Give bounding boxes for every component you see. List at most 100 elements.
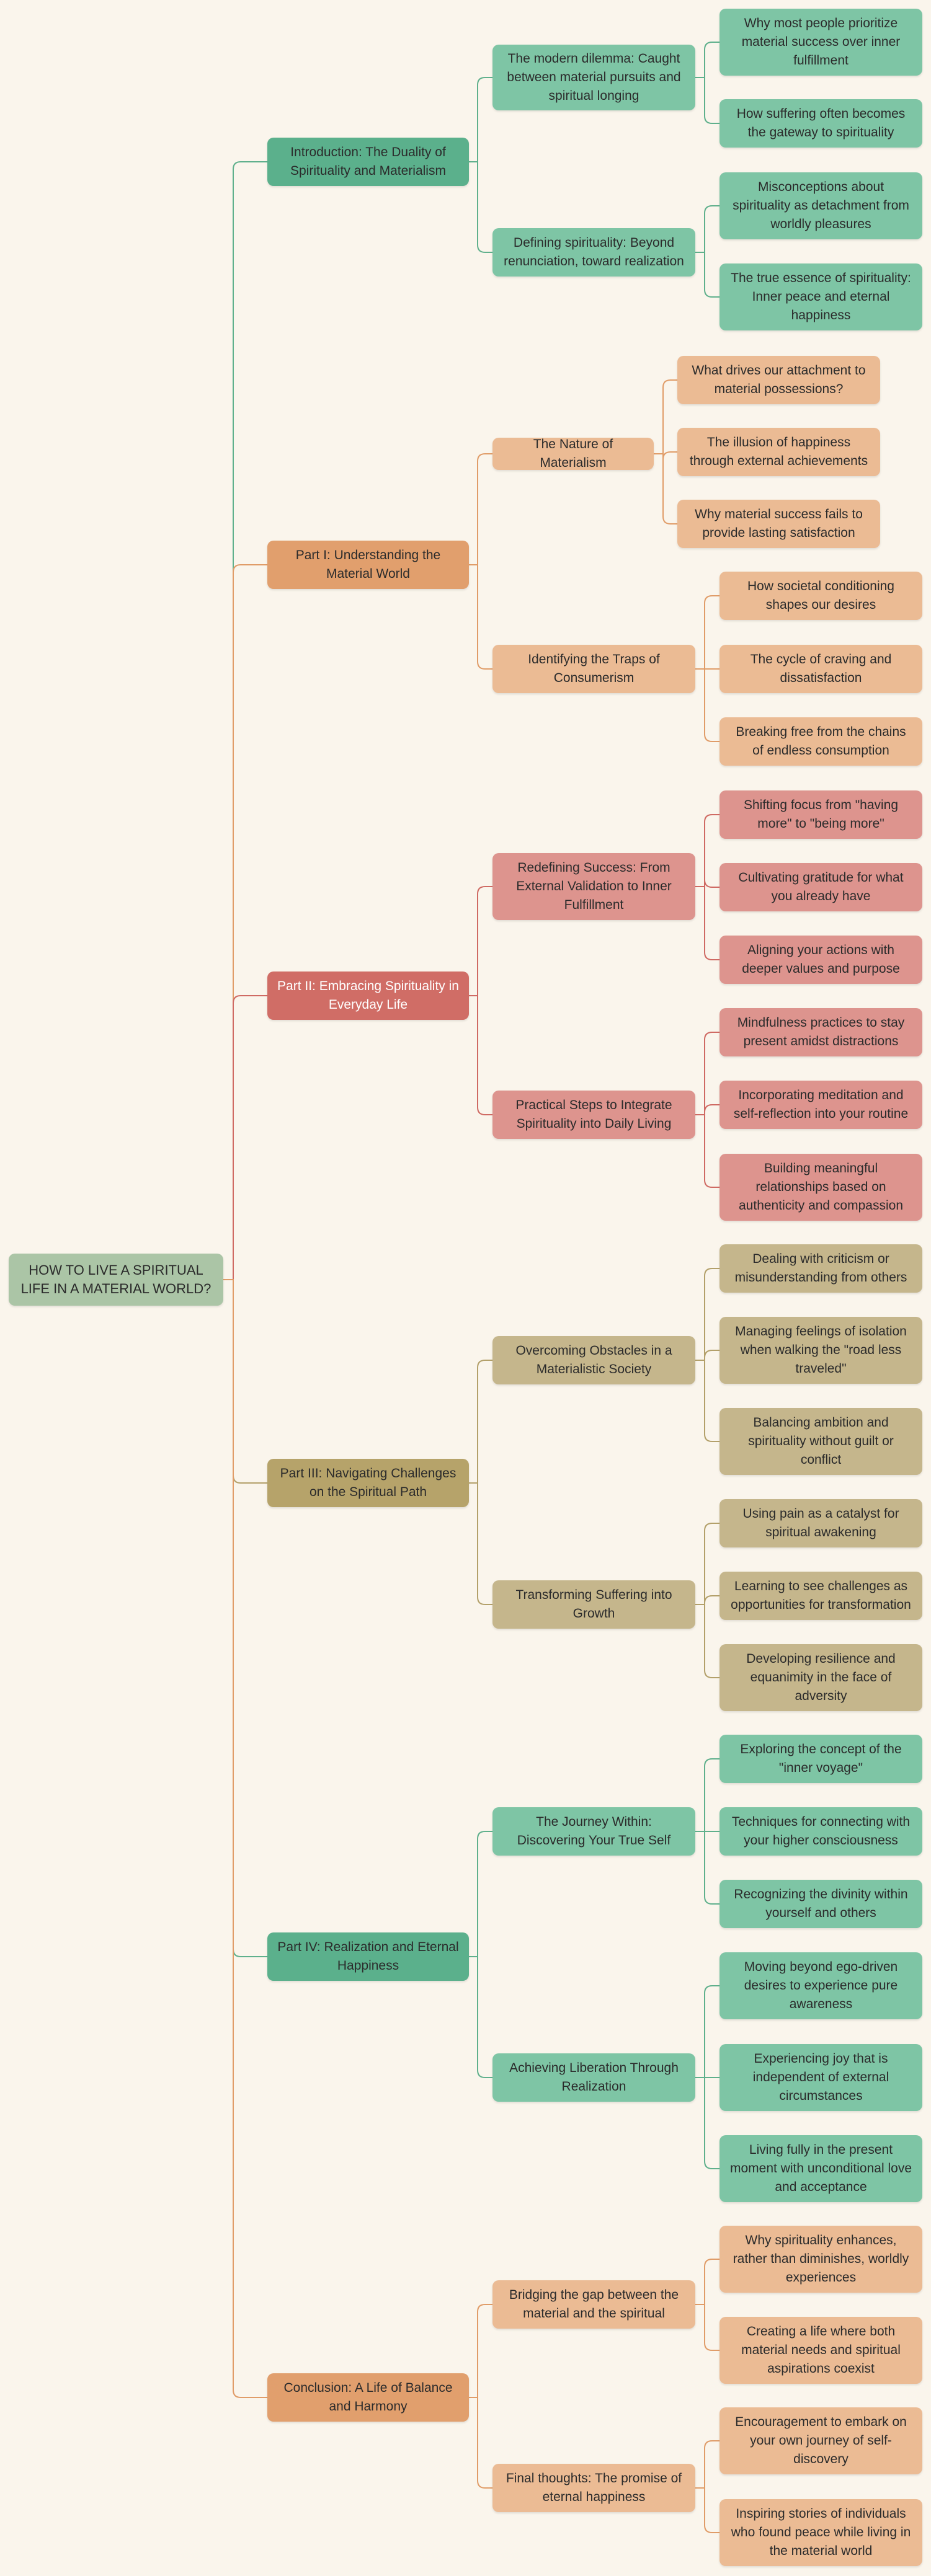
topic-node-2-0-label: Redefining Success: From External Valida… — [516, 861, 672, 912]
topic-node-2-1[interactable]: Practical Steps to Integrate Spiritualit… — [492, 1091, 695, 1139]
point-node-4-1-2-label: Living fully in the present moment with … — [730, 2143, 912, 2194]
link-topic-1-1-point-0 — [695, 595, 719, 670]
link-topic-2-0-point-1 — [695, 879, 719, 888]
point-node-4-1-1-label: Experiencing joy that is independent of … — [752, 2052, 889, 2103]
topic-node-1-1[interactable]: Identifying the Traps of Consumerism — [492, 645, 695, 693]
link-topic-0-1-point-1 — [695, 252, 719, 298]
topic-node-0-0[interactable]: The modern dilemma: Caught between mater… — [492, 45, 695, 110]
point-node-4-0-0[interactable]: Exploring the concept of the "inner voya… — [719, 1735, 922, 1783]
link-topic-2-0-point-2 — [695, 886, 719, 960]
point-node-1-0-1[interactable]: The illusion of happiness through extern… — [677, 428, 880, 476]
point-node-3-1-2-label: Developing resilience and equanimity in … — [746, 1652, 896, 1703]
point-node-0-0-0[interactable]: Why most people prioritize material succ… — [719, 9, 922, 76]
link-section-3-topic-1 — [469, 1482, 492, 1605]
topic-node-5-1[interactable]: Final thoughts: The promise of eternal h… — [492, 2464, 695, 2512]
point-node-1-1-1[interactable]: The cycle of craving and dissatisfaction — [719, 645, 922, 693]
link-topic-5-0-point-1 — [695, 2304, 719, 2351]
point-node-2-1-1[interactable]: Incorporating meditation and self-reflec… — [719, 1081, 922, 1129]
link-topic-1-1-point-2 — [695, 668, 719, 742]
section-node-3-label: Part III: Navigating Challenges on the S… — [280, 1466, 457, 1499]
link-root-section-1 — [223, 564, 267, 1280]
point-node-2-0-1[interactable]: Cultivating gratitude for what you alrea… — [719, 863, 922, 911]
link-topic-5-0-point-0 — [695, 2259, 719, 2305]
link-topic-3-1-point-1 — [695, 1595, 719, 1605]
point-node-3-1-0-label: Using pain as a catalyst for spiritual a… — [742, 1507, 899, 1539]
section-node-3[interactable]: Part III: Navigating Challenges on the S… — [267, 1459, 469, 1507]
point-node-4-0-2[interactable]: Recognizing the divinity within yourself… — [719, 1880, 922, 1928]
link-topic-4-0-point-2 — [695, 1831, 719, 1905]
point-node-5-1-1[interactable]: Inspiring stories of individuals who fou… — [719, 2499, 922, 2566]
point-node-5-0-1-label: Creating a life where both material need… — [741, 2324, 901, 2376]
point-node-2-0-0-label: Shifting focus from "having more" to "be… — [743, 798, 899, 831]
link-section-2-topic-1 — [469, 995, 492, 1115]
point-node-3-1-1[interactable]: Learning to see challenges as opportunit… — [719, 1572, 922, 1620]
link-topic-2-1-point-2 — [695, 1114, 719, 1188]
link-section-0-topic-1 — [469, 161, 492, 253]
point-node-3-1-0[interactable]: Using pain as a catalyst for spiritual a… — [719, 1499, 922, 1547]
point-node-1-0-0[interactable]: What drives our attachment to material p… — [677, 356, 880, 404]
topic-node-5-0[interactable]: Bridging the gap between the material an… — [492, 2280, 695, 2329]
topic-node-3-0[interactable]: Overcoming Obstacles in a Materialistic … — [492, 1336, 695, 1384]
link-topic-3-1-point-2 — [695, 1604, 719, 1678]
point-node-0-0-1-label: How suffering often becomes the gateway … — [736, 107, 906, 139]
point-node-5-0-0[interactable]: Why spirituality enhances, rather than d… — [719, 2226, 922, 2293]
point-node-2-0-0[interactable]: Shifting focus from "having more" to "be… — [719, 790, 922, 839]
section-node-0[interactable]: Introduction: The Duality of Spiritualit… — [267, 138, 469, 186]
point-node-2-0-2-label: Aligning your actions with deeper values… — [742, 943, 900, 976]
link-topic-4-1-point-2 — [695, 2077, 719, 2169]
point-node-1-1-2-label: Breaking free from the chains of endless… — [736, 725, 906, 758]
link-topic-2-0-point-0 — [695, 814, 719, 887]
point-node-4-1-0-label: Moving beyond ego-driven desires to expe… — [744, 1960, 898, 2011]
topic-node-2-1-label: Practical Steps to Integrate Spiritualit… — [515, 1098, 672, 1131]
topic-node-1-0[interactable]: The Nature of Materialism — [492, 437, 654, 470]
point-node-3-1-1-label: Learning to see challenges as opportunit… — [731, 1579, 911, 1612]
point-node-1-0-2[interactable]: Why material success fails to provide la… — [677, 500, 880, 548]
root-node[interactable]: HOW TO LIVE A SPIRITUAL LIFE IN A MATERI… — [9, 1254, 223, 1306]
topic-node-4-1[interactable]: Achieving Liberation Through Realization — [492, 2053, 695, 2102]
point-node-3-0-2[interactable]: Balancing ambition and spirituality with… — [719, 1408, 922, 1475]
point-node-1-1-0-label: How societal conditioning shapes our des… — [747, 579, 894, 612]
section-node-1[interactable]: Part I: Understanding the Material World — [267, 541, 469, 589]
point-node-3-0-1[interactable]: Managing feelings of isolation when walk… — [719, 1317, 922, 1384]
point-node-1-1-1-label: The cycle of craving and dissatisfaction — [750, 652, 892, 685]
link-topic-1-0-point-0 — [654, 379, 677, 454]
point-node-4-1-2[interactable]: Living fully in the present moment with … — [719, 2135, 922, 2202]
point-node-5-1-0[interactable]: Encouragement to embark on your own jour… — [719, 2407, 922, 2474]
topic-node-1-0-label: The Nature of Materialism — [533, 437, 613, 470]
link-section-1-topic-1 — [469, 564, 492, 670]
topic-node-2-0[interactable]: Redefining Success: From External Valida… — [492, 853, 695, 920]
point-node-4-0-1[interactable]: Techniques for connecting with your high… — [719, 1807, 922, 1856]
topic-node-0-1-label: Defining spirituality: Beyond renunciati… — [504, 236, 684, 268]
point-node-2-0-2[interactable]: Aligning your actions with deeper values… — [719, 936, 922, 984]
point-node-2-1-0[interactable]: Mindfulness practices to stay present am… — [719, 1008, 922, 1056]
topic-node-5-0-label: Bridging the gap between the material an… — [509, 2288, 679, 2321]
point-node-4-0-1-label: Techniques for connecting with your high… — [731, 1815, 911, 1848]
point-node-0-1-1[interactable]: The true essence of spirituality: Inner … — [719, 263, 922, 330]
section-node-2[interactable]: Part II: Embracing Spirituality in Every… — [267, 972, 469, 1020]
point-node-1-1-2[interactable]: Breaking free from the chains of endless… — [719, 717, 922, 766]
point-node-4-1-1[interactable]: Experiencing joy that is independent of … — [719, 2044, 922, 2111]
section-node-4[interactable]: Part IV: Realization and Eternal Happine… — [267, 1932, 469, 1981]
point-node-2-0-1-label: Cultivating gratitude for what you alrea… — [738, 870, 904, 903]
point-node-0-0-1[interactable]: How suffering often becomes the gateway … — [719, 99, 922, 148]
topic-node-3-0-label: Overcoming Obstacles in a Materialistic … — [515, 1343, 672, 1376]
section-node-5[interactable]: Conclusion: A Life of Balance and Harmon… — [267, 2373, 469, 2422]
point-node-2-1-2[interactable]: Building meaningful relationships based … — [719, 1154, 922, 1221]
topic-node-0-1[interactable]: Defining spirituality: Beyond renunciati… — [492, 228, 695, 277]
point-node-4-1-0[interactable]: Moving beyond ego-driven desires to expe… — [719, 1952, 922, 2019]
topic-node-3-1[interactable]: Transforming Suffering into Growth — [492, 1580, 695, 1629]
link-topic-5-1-point-0 — [695, 2440, 719, 2489]
point-node-3-0-0-label: Dealing with criticism or misunderstandi… — [734, 1252, 907, 1285]
topic-node-4-0[interactable]: The Journey Within: Discovering Your Tru… — [492, 1807, 695, 1856]
point-node-2-1-1-label: Incorporating meditation and self-reflec… — [733, 1088, 909, 1121]
point-node-5-0-1[interactable]: Creating a life where both material need… — [719, 2317, 922, 2384]
point-node-3-1-2[interactable]: Developing resilience and equanimity in … — [719, 1644, 922, 1711]
point-node-3-0-0[interactable]: Dealing with criticism or misunderstandi… — [719, 1244, 922, 1293]
point-node-5-1-1-label: Inspiring stories of individuals who fou… — [731, 2507, 911, 2558]
point-node-1-1-0[interactable]: How societal conditioning shapes our des… — [719, 572, 922, 620]
point-node-0-1-0[interactable]: Misconceptions about spirituality as det… — [719, 172, 922, 239]
link-section-1-topic-0 — [469, 453, 492, 565]
link-topic-5-1-point-1 — [695, 2487, 719, 2533]
